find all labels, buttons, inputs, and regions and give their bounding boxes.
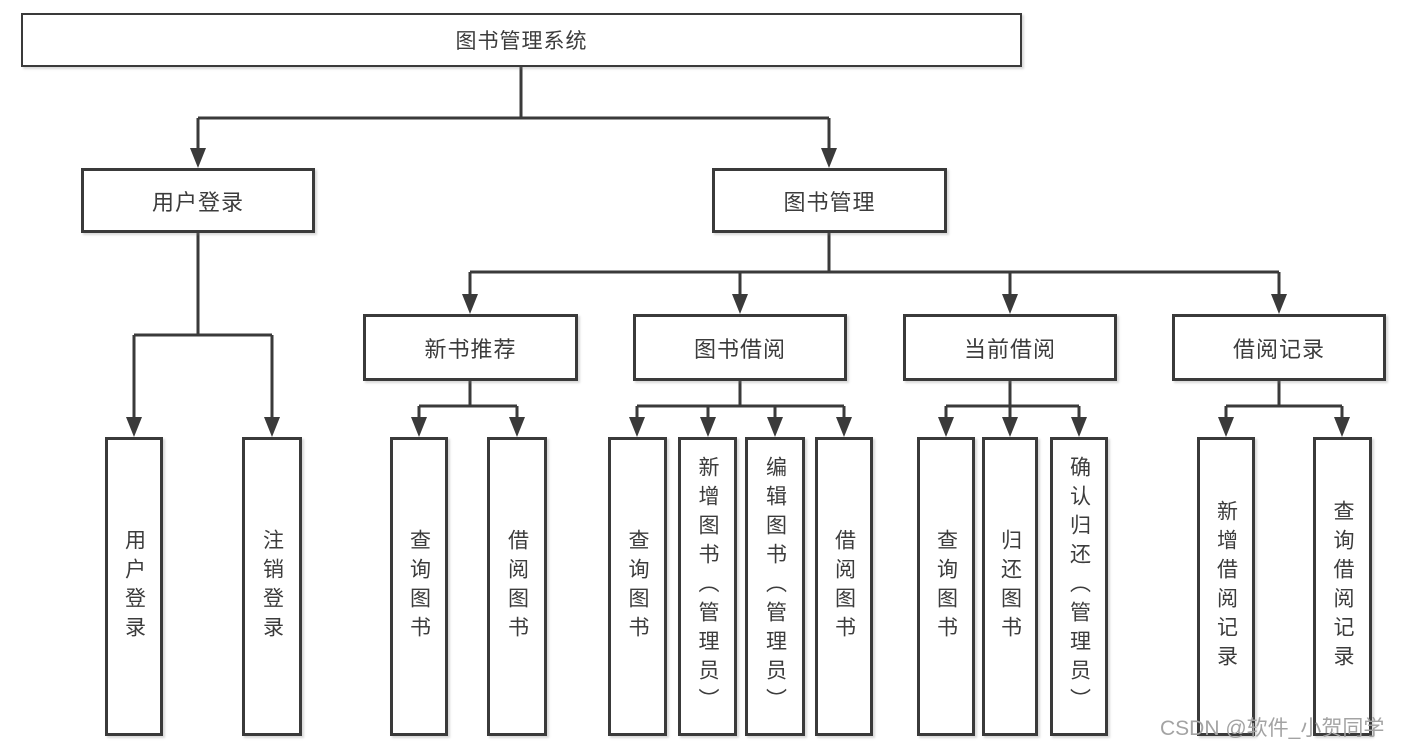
connector-current-borrowing-children (938, 381, 1087, 437)
node-new-book-recommend-label: 新书推荐 (424, 336, 517, 362)
node-book-management-label: 图书管理 (783, 189, 876, 215)
connector-book-management-children (462, 233, 1287, 314)
node-book-borrowing: 图书借阅 (633, 314, 847, 381)
leaf-logout: 注销登录 (242, 437, 302, 736)
leaf-user-login: 用户登录 (105, 437, 163, 736)
connector-borrowing-records-children (1218, 381, 1350, 437)
node-borrowing-records-label: 借阅记录 (1232, 336, 1325, 362)
leaf-return-books: 归还图书 (982, 437, 1038, 736)
leaf-query-borrow-record-label: 查询借阅记录 (1331, 499, 1354, 674)
leaf-query-books-1-label: 查询图书 (407, 528, 431, 645)
node-root-label: 图书管理系统 (455, 30, 588, 53)
leaf-query-borrow-record: 查询借阅记录 (1313, 437, 1372, 736)
leaf-confirm-return-admin: 确认归还（管理员） (1050, 437, 1108, 736)
connector-new-book-children (411, 381, 525, 437)
watermark: CSDN @软件_小贺同学 (1160, 717, 1385, 740)
leaf-edit-books-admin: 编辑图书（管理员） (745, 437, 805, 736)
node-book-borrowing-label: 图书借阅 (693, 336, 786, 362)
node-root: 图书管理系统 (21, 13, 1022, 67)
connector-book-borrowing-children (629, 381, 852, 437)
leaf-query-books-2-label: 查询图书 (626, 528, 649, 645)
node-new-book-recommend: 新书推荐 (363, 314, 578, 381)
leaf-confirm-return-admin-label: 确认归还（管理员） (1067, 456, 1091, 717)
leaf-edit-books-admin-label: 编辑图书（管理员） (763, 456, 787, 717)
leaf-logout-label: 注销登录 (260, 528, 284, 645)
node-user-login-label: 用户登录 (151, 189, 244, 215)
leaf-borrow-books-2-label: 借阅图书 (832, 528, 856, 645)
node-current-borrowing-label: 当前借阅 (963, 336, 1056, 362)
leaf-query-books-3-label: 查询图书 (934, 528, 958, 645)
leaf-borrow-books-2: 借阅图书 (815, 437, 873, 736)
leaf-return-books-label: 归还图书 (998, 528, 1022, 645)
leaf-query-books-2: 查询图书 (608, 437, 667, 736)
leaf-add-borrow-record: 新增借阅记录 (1197, 437, 1255, 736)
leaf-add-borrow-record-label: 新增借阅记录 (1214, 499, 1238, 674)
leaf-add-books-admin: 新增图书（管理员） (678, 437, 737, 736)
connector-user-login-children (126, 233, 280, 437)
leaf-add-books-admin-label: 新增图书（管理员） (696, 456, 719, 717)
node-book-management: 图书管理 (712, 168, 947, 233)
connector-root-to-level2 (190, 67, 837, 168)
node-user-login: 用户登录 (81, 168, 315, 233)
node-borrowing-records: 借阅记录 (1172, 314, 1386, 381)
node-current-borrowing: 当前借阅 (903, 314, 1117, 381)
leaf-query-books-1: 查询图书 (390, 437, 448, 736)
leaf-user-login-label: 用户登录 (122, 528, 146, 645)
leaf-borrow-books-1: 借阅图书 (487, 437, 547, 736)
leaf-query-books-3: 查询图书 (917, 437, 975, 736)
leaf-borrow-books-1-label: 借阅图书 (505, 528, 529, 645)
